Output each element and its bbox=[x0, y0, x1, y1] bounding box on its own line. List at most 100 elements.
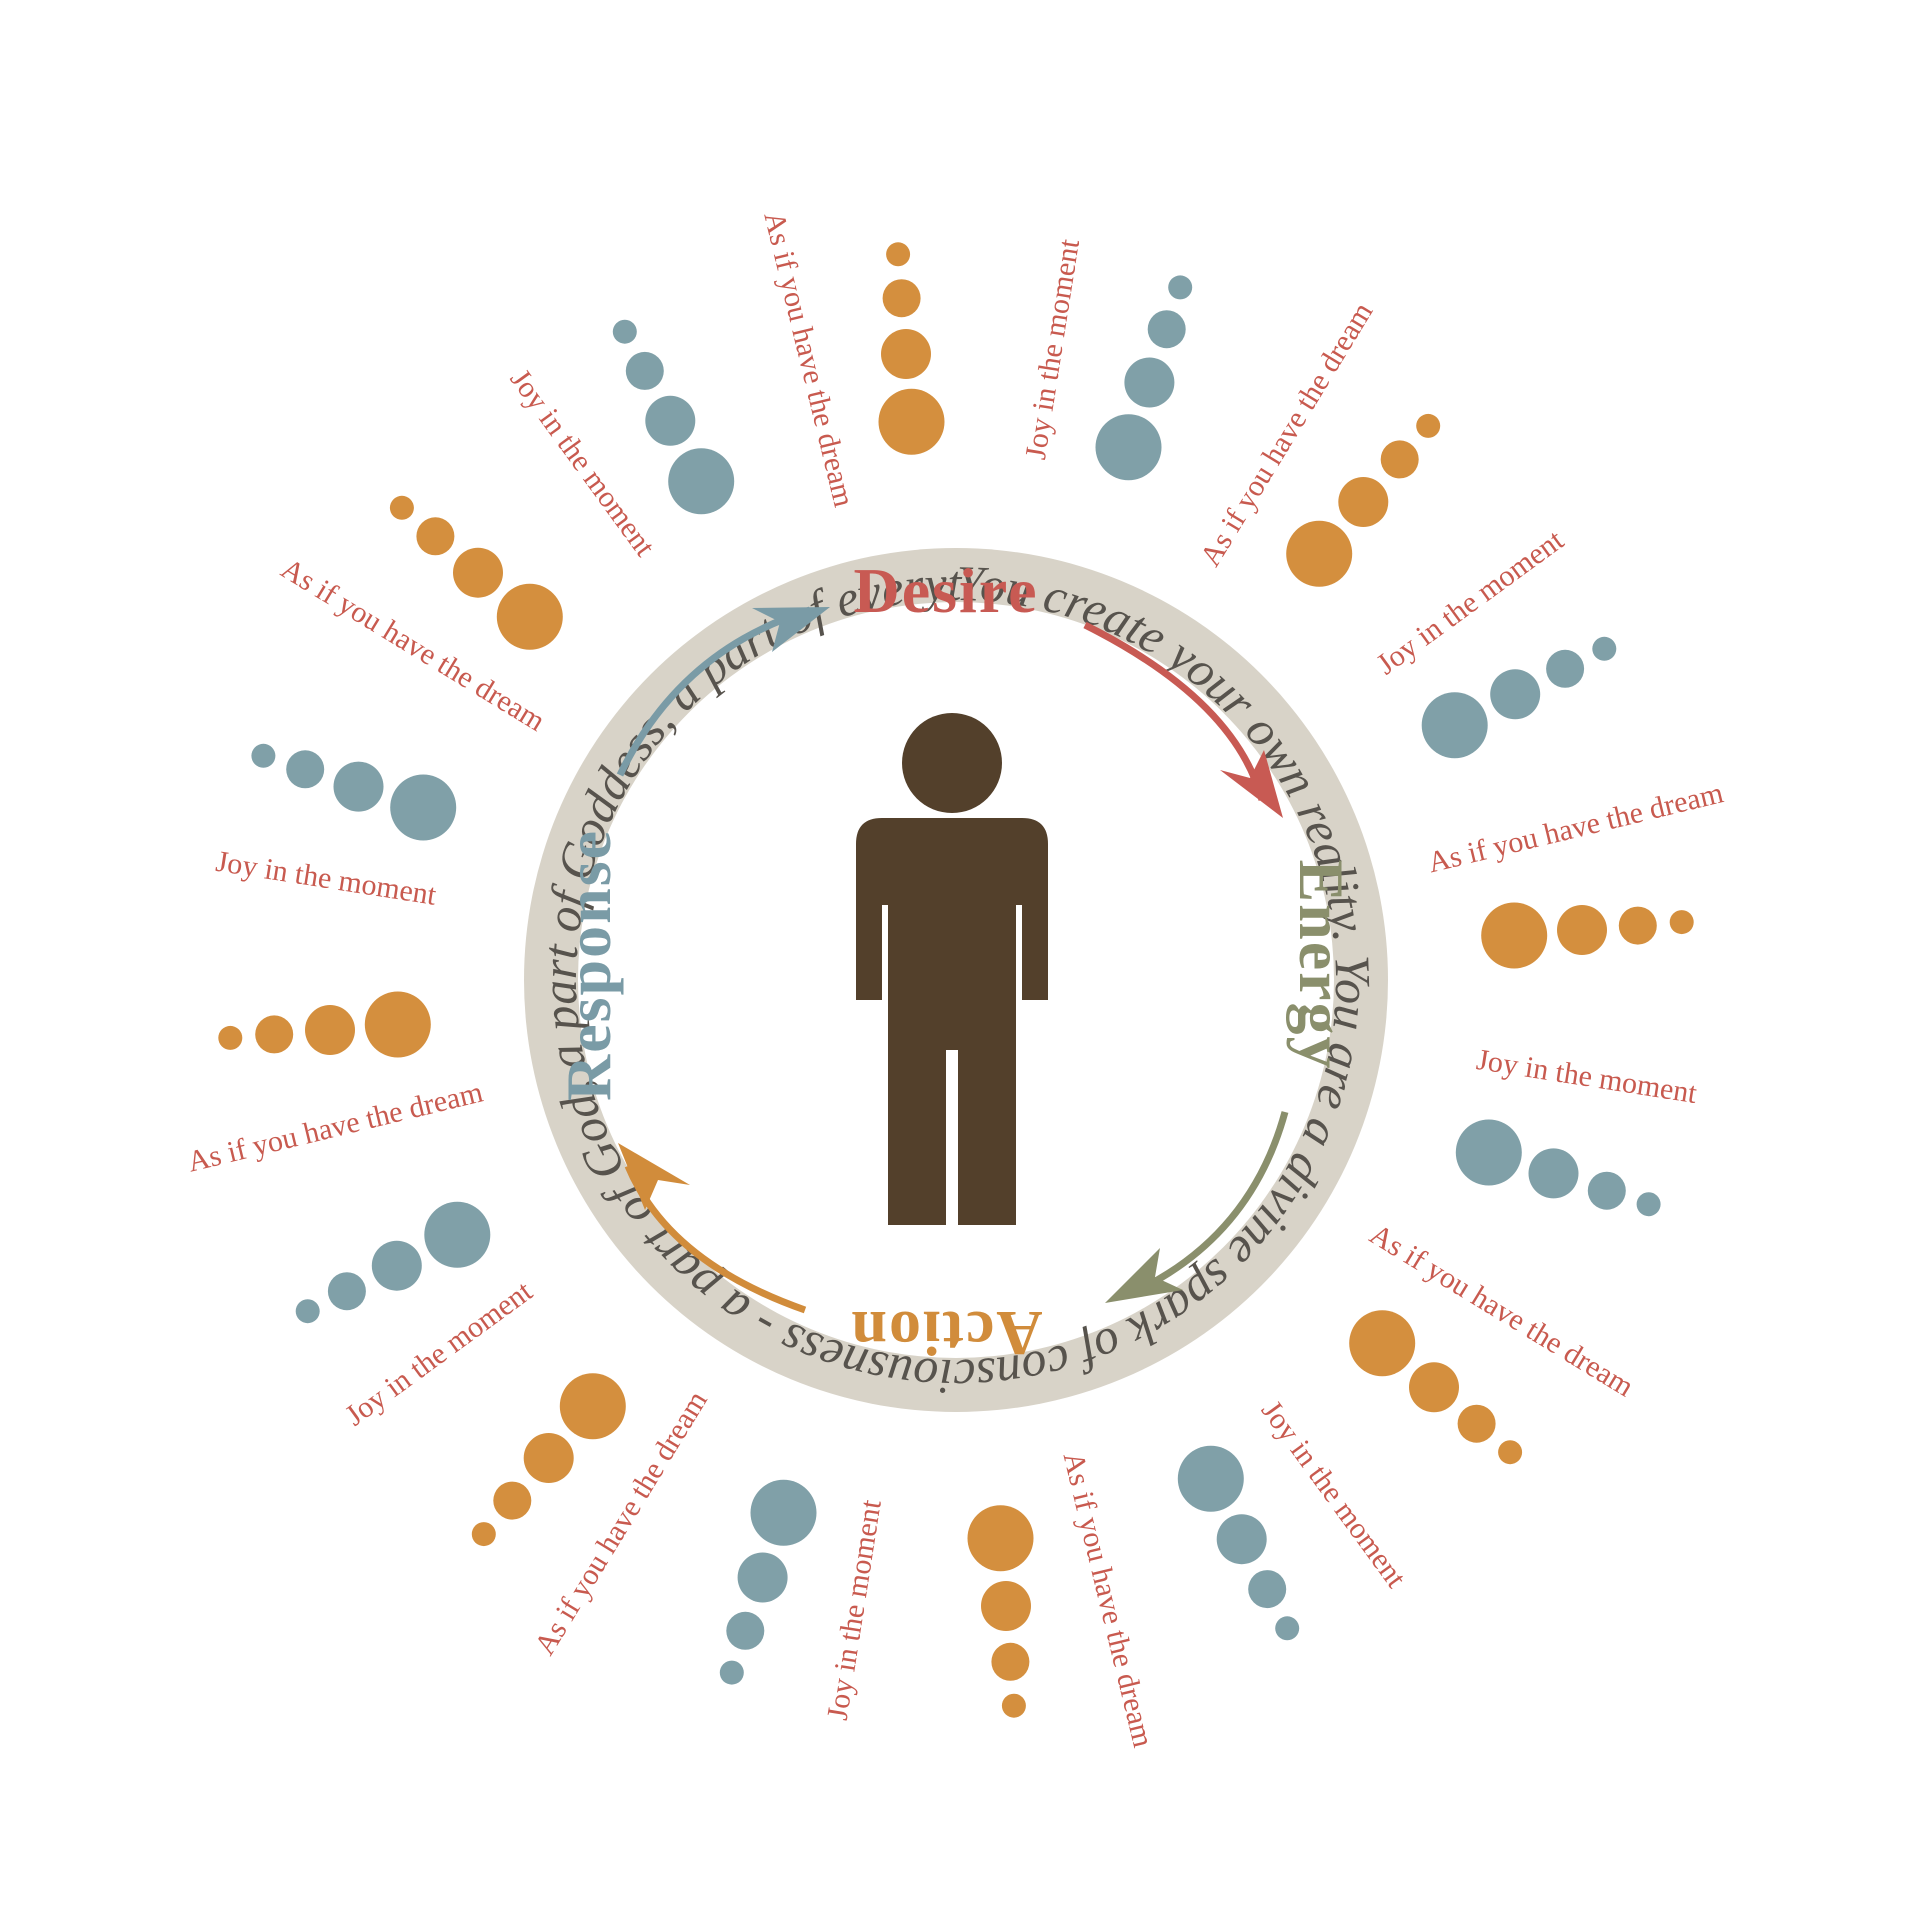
arrow-response-desire bbox=[616, 606, 812, 777]
ray-text: As if you have the dream bbox=[184, 1075, 486, 1178]
ray: Joy in the moment bbox=[1286, 413, 1571, 681]
ray-dot bbox=[1618, 906, 1657, 945]
ray-dot bbox=[1592, 636, 1617, 661]
ray-dot bbox=[471, 1522, 496, 1547]
arrow-response-desire-head bbox=[752, 607, 830, 652]
ray-text: As if you have the dream bbox=[1057, 1449, 1160, 1751]
ray-text: As if you have the dream bbox=[1194, 297, 1380, 572]
ray-text: Joy in the moment bbox=[214, 845, 440, 912]
ray-dot bbox=[1421, 692, 1488, 759]
ray-dot bbox=[612, 319, 637, 344]
ray-dot bbox=[286, 750, 325, 789]
ray-dot bbox=[1457, 1404, 1496, 1443]
ray-dot bbox=[881, 329, 931, 379]
ray-dot bbox=[645, 395, 696, 446]
ray-dot bbox=[1587, 1171, 1626, 1210]
ray-dot bbox=[295, 1299, 320, 1324]
ray-text: Joy in the moment bbox=[1371, 523, 1571, 681]
ray-dot bbox=[1216, 1514, 1267, 1565]
ray-dot bbox=[1349, 1310, 1416, 1377]
label-action: Action bbox=[849, 1298, 1042, 1369]
ray: As if you have the dream bbox=[1057, 1445, 1300, 1751]
ray-dot bbox=[1636, 1192, 1661, 1217]
ray-dot bbox=[967, 1505, 1034, 1572]
ray: As if you have the dream bbox=[612, 208, 861, 515]
ray-text: Joy in the moment bbox=[1019, 236, 1086, 462]
ray-dot bbox=[1248, 1570, 1287, 1609]
ray-dot bbox=[305, 1005, 355, 1055]
ray: Joy in the moment bbox=[339, 1274, 626, 1547]
ray-dot bbox=[251, 743, 276, 768]
ray-dot bbox=[991, 1642, 1030, 1681]
ray-text: As if you have the dream bbox=[528, 1385, 714, 1660]
ray-text: Joy in the moment bbox=[504, 363, 662, 563]
ray-dot bbox=[1490, 669, 1541, 720]
ray-dot bbox=[1286, 520, 1353, 587]
person-icon bbox=[856, 713, 1048, 1225]
ray: Joy in the moment bbox=[821, 1497, 1034, 1723]
arrow-energy-action-head bbox=[1105, 1248, 1183, 1303]
ray-dot bbox=[981, 1581, 1031, 1631]
ray-dot bbox=[416, 517, 455, 556]
ray-dot bbox=[218, 1025, 243, 1050]
ray-dot bbox=[1168, 275, 1193, 300]
ray-dot bbox=[668, 448, 735, 515]
ray-dot bbox=[1001, 1693, 1026, 1718]
arrow-desire-energy-head bbox=[1220, 750, 1283, 818]
ray-dot bbox=[1095, 414, 1162, 481]
ray-dot bbox=[390, 774, 457, 841]
ray: Joy in the moment bbox=[1255, 1310, 1523, 1595]
ray-dot bbox=[1275, 1616, 1300, 1641]
ray-dot bbox=[255, 1015, 294, 1054]
ray-dot bbox=[1546, 649, 1585, 688]
ray-dot bbox=[389, 495, 414, 520]
ray-dot bbox=[1416, 413, 1441, 438]
ray-dot bbox=[496, 583, 563, 650]
ray-dot bbox=[750, 1479, 817, 1546]
ray-dot bbox=[523, 1433, 574, 1483]
ray-dot bbox=[1380, 440, 1419, 479]
label-energy: Energy bbox=[1286, 859, 1357, 1070]
ray-dot bbox=[1528, 1148, 1579, 1199]
ray-dot bbox=[1557, 905, 1607, 955]
ray-dot bbox=[737, 1552, 788, 1603]
ray-dot bbox=[493, 1481, 532, 1520]
ray-text: As if you have the dream bbox=[757, 208, 860, 510]
ray: Joy in the moment bbox=[878, 236, 1086, 462]
ray-text: Joy in the moment bbox=[1474, 1043, 1700, 1110]
ray-text: Joy in the moment bbox=[1255, 1395, 1413, 1595]
ray-text: As if you have the dream bbox=[1425, 776, 1727, 879]
ray-text: Joy in the moment bbox=[821, 1497, 888, 1723]
ray-dot bbox=[1481, 902, 1548, 969]
ray-dot bbox=[1498, 1440, 1523, 1465]
ray: Joy in the moment bbox=[214, 845, 440, 1058]
ray-dot bbox=[1124, 357, 1175, 408]
ray-dot bbox=[1147, 310, 1186, 349]
ray: Joy in the moment bbox=[389, 363, 662, 650]
ray-dot bbox=[424, 1201, 491, 1268]
ray-dot bbox=[327, 1272, 366, 1311]
ray-dot bbox=[625, 351, 664, 390]
ray: As if you have the dream bbox=[1421, 636, 1727, 879]
ray-dot bbox=[882, 279, 921, 318]
ray-dot bbox=[559, 1373, 626, 1440]
ray-dot bbox=[364, 991, 431, 1058]
ray-dot bbox=[1177, 1445, 1244, 1512]
arrow-action-response-head bbox=[618, 1143, 690, 1210]
ray-dot bbox=[1409, 1362, 1459, 1413]
ray-dot bbox=[1338, 477, 1389, 527]
label-desire: Desire bbox=[854, 555, 1039, 626]
ray-dot bbox=[726, 1611, 765, 1650]
ray-dot bbox=[371, 1240, 422, 1291]
ray-dot bbox=[886, 242, 911, 267]
ray-text: As if you have the dream bbox=[275, 552, 550, 738]
ray-dot bbox=[1455, 1119, 1522, 1186]
ray-text: Joy in the moment bbox=[339, 1274, 539, 1432]
ray-dot bbox=[333, 761, 384, 812]
ray-dot bbox=[719, 1660, 744, 1685]
label-response: Response bbox=[553, 829, 624, 1101]
ray-dot bbox=[1669, 910, 1694, 935]
cycle-arrows bbox=[616, 606, 1289, 1314]
ray-dot bbox=[453, 547, 503, 598]
